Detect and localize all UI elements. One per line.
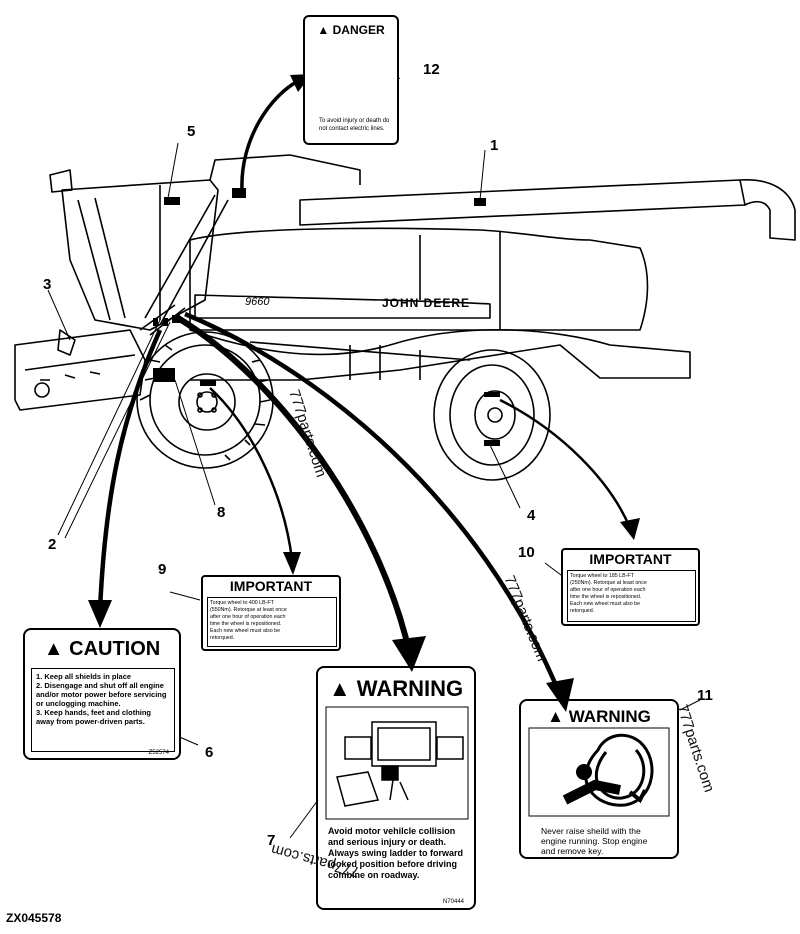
danger-text: To avoid injury or death do not contact … — [319, 118, 390, 132]
ladder — [139, 194, 229, 336]
combine-body — [189, 227, 691, 381]
caution-item-1: 1. Keep all shields in place — [36, 672, 132, 681]
warning-7-title: WARNING — [356, 676, 464, 701]
front-wheel — [136, 331, 274, 469]
important-9-body: Torque wheel to 400 LB-FT (550Nm). Retor… — [207, 597, 337, 647]
warning-11-title: WARNING — [568, 707, 651, 726]
callout-2: 2 — [48, 536, 57, 553]
leader-lines — [47, 77, 701, 839]
warning-decal-7: ▲ WARNING Avoid motor vehilcle collision… — [316, 666, 476, 910]
decal-location-marks — [153, 188, 500, 446]
warning-triangle-icon: ▲ — [317, 23, 330, 37]
warning-7-text: Avoid motor vehilcle collision and serio… — [328, 826, 464, 880]
callout-6: 6 — [205, 744, 214, 761]
important-10-header: IMPORTANT — [589, 551, 672, 567]
callout-7: 7 — [267, 832, 276, 849]
figure-code: ZX045578 — [6, 911, 62, 925]
warning-11-header: ▲ WARNING — [521, 707, 677, 727]
warning-7-header: ▲ WARNING — [318, 676, 474, 702]
callout-1: 1 — [490, 137, 499, 154]
important-decal-9: IMPORTANT Torque wheel to 400 LB-FT (550… — [201, 575, 341, 651]
caution-code: Z52574 — [148, 750, 169, 756]
callout-11: 11 — [697, 687, 713, 704]
callout-9: 9 — [158, 561, 167, 578]
callout-12: 12 — [423, 61, 440, 78]
important-decal-10: IMPORTANT Torque wheel to 185 LB-FT (250… — [561, 548, 700, 626]
warning-decal-11: ▲ WARNING Never raise sheild with the en… — [519, 699, 679, 859]
callout-4: 4 — [527, 507, 536, 524]
feeder-house — [14, 329, 146, 411]
caution-header: ▲ CAUTION — [25, 638, 179, 661]
caution-decal: ▲ CAUTION 1. Keep all shields in place 2… — [23, 628, 181, 760]
danger-header: ▲ DANGER — [305, 23, 397, 37]
rear-wheel — [433, 349, 551, 481]
unloading-auger — [299, 179, 796, 241]
arrowheads — [88, 74, 640, 712]
caution-body: 1. Keep all shields in place 2. Disengag… — [31, 668, 175, 752]
caution-item-3: 3. Keep hands, feet and clothing away fr… — [36, 708, 152, 726]
warning-11-text: Never raise sheild with the engine runni… — [541, 826, 648, 856]
warning-triangle-icon: ▲ — [43, 638, 64, 660]
danger-title: DANGER — [332, 23, 385, 37]
arrows — [97, 78, 632, 696]
callout-8: 8 — [217, 504, 226, 521]
danger-decal: ▲ DANGER To avoid injury or death do not… — [303, 15, 399, 145]
warning-triangle-icon: ▲ — [547, 707, 564, 726]
important-10-body: Torque wheel to 185 LB-FT (250Nm). Retor… — [567, 570, 696, 622]
important-9-text: Torque wheel to 400 LB-FT (550Nm). Retor… — [210, 600, 287, 641]
caution-item-2: 2. Disengage and shut off all engine and… — [36, 681, 167, 708]
shield-entanglement-pictogram — [528, 727, 670, 817]
brand-lettering: JOHN DEERE — [382, 296, 471, 310]
warning-triangle-icon: ▲ — [328, 676, 351, 701]
warning-7-code: N70444 — [442, 899, 464, 905]
caution-title: CAUTION — [69, 638, 161, 660]
model-number: 9660 — [245, 296, 270, 308]
ladder-collision-pictogram — [325, 706, 469, 820]
important-10-text: Torque wheel to 185 LB-FT (250Nm). Retor… — [570, 573, 647, 614]
callout-3: 3 — [43, 276, 52, 293]
important-9-header: IMPORTANT — [229, 578, 313, 594]
callout-10: 10 — [518, 544, 535, 561]
callout-5: 5 — [187, 123, 196, 140]
